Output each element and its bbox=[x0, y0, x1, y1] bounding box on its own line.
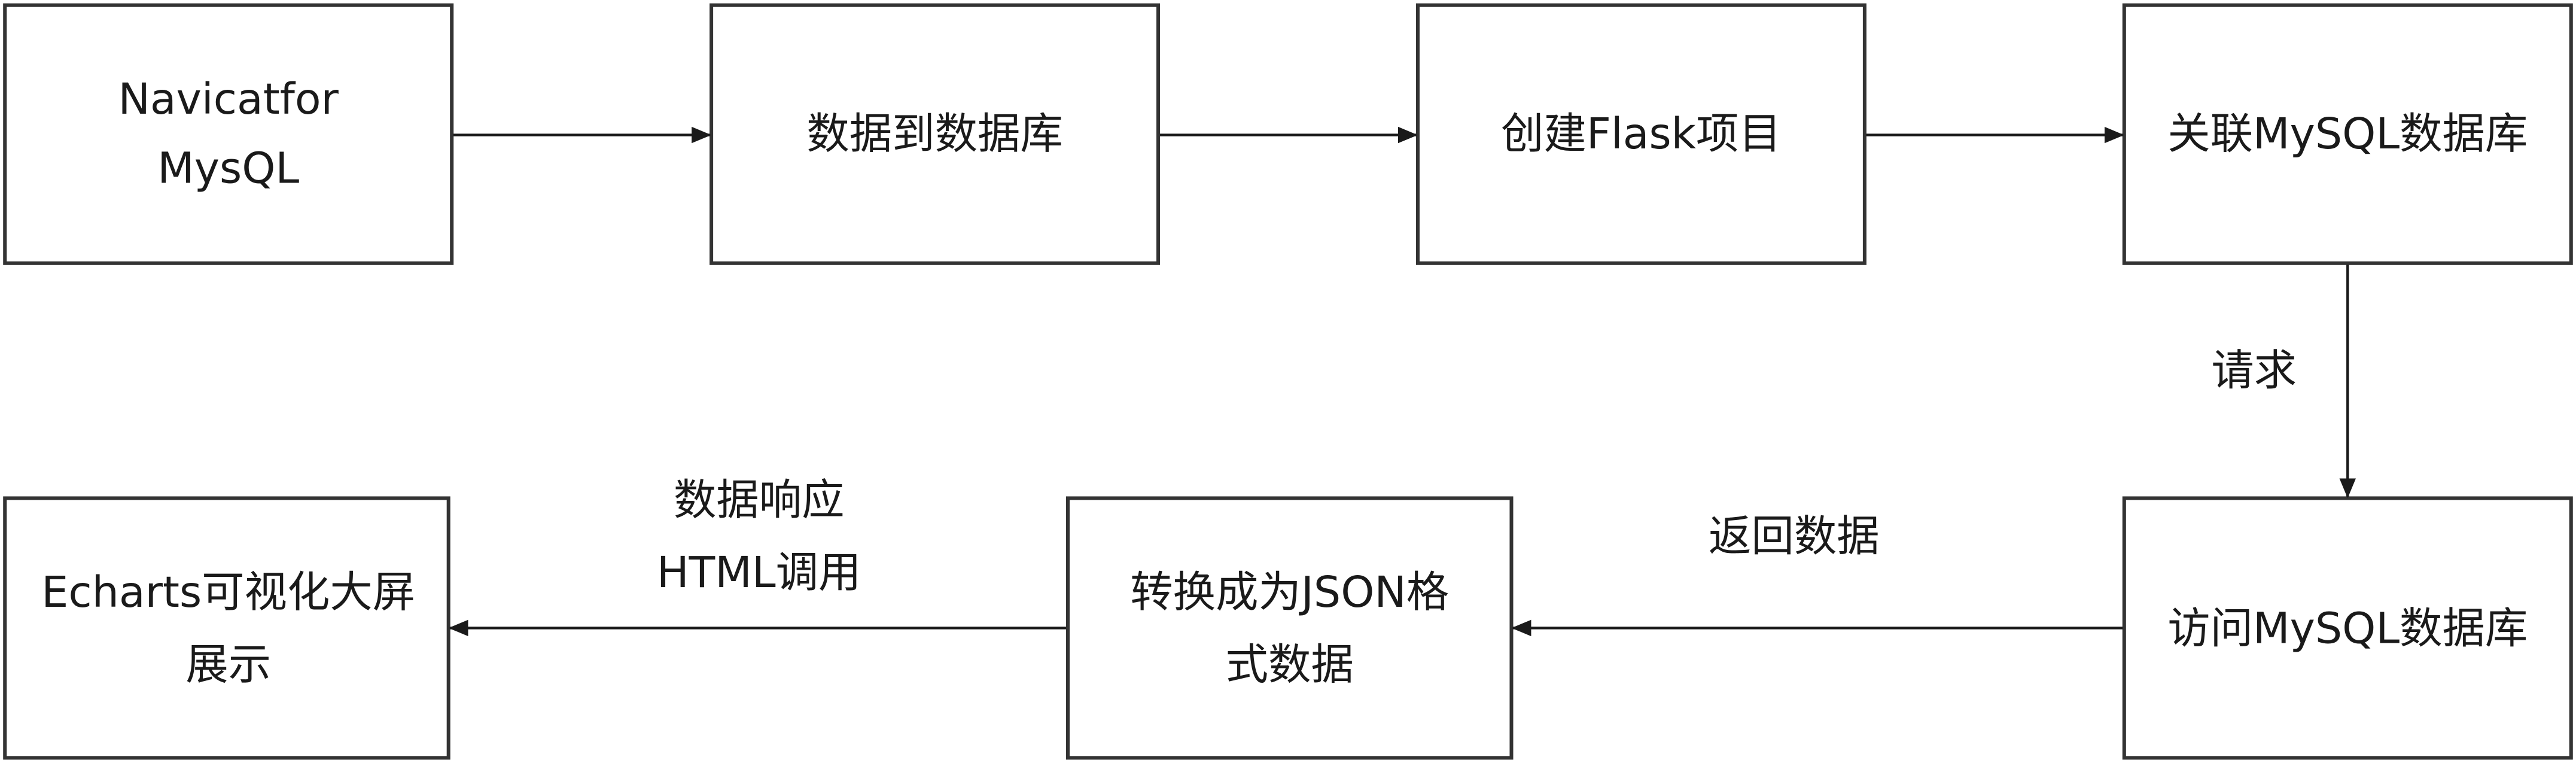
edge-label-response: 数据响应 bbox=[674, 475, 845, 525]
node-import-data: 数据到数据库 bbox=[710, 3, 1161, 265]
node-navicat: Navicatfor MysQL bbox=[3, 3, 454, 265]
node-echarts: Echarts可视化大屏 展示 bbox=[3, 496, 450, 760]
node-label: 展示 bbox=[185, 640, 271, 689]
node-link-mysql: 关联MySQL数据库 bbox=[2122, 3, 2573, 265]
node-label: Echarts可视化大屏 bbox=[41, 567, 415, 617]
node-label: 转换成为JSON格 bbox=[1130, 567, 1449, 617]
node-access-mysql: 访问MySQL数据库 bbox=[2122, 496, 2573, 760]
node-label: 式数据 bbox=[1226, 640, 1354, 689]
node-create-flask: 创建Flask项目 bbox=[1415, 3, 1866, 265]
node-label: 创建Flask项目 bbox=[1501, 109, 1782, 159]
edge-label-response: HTML调用 bbox=[657, 548, 861, 597]
edge-label-request: 请求 bbox=[2211, 345, 2297, 395]
node-label: 访问MySQL数据库 bbox=[2167, 603, 2528, 653]
node-label: Navicatfor bbox=[118, 74, 339, 124]
node-label: 关联MySQL数据库 bbox=[2167, 109, 2528, 159]
node-label: MysQL bbox=[157, 144, 299, 193]
node-label: 数据到数据库 bbox=[806, 109, 1062, 159]
node-to-json: 转换成为JSON格 式数据 bbox=[1065, 496, 1514, 760]
edge-label-return-data: 返回数据 bbox=[1709, 512, 1880, 561]
